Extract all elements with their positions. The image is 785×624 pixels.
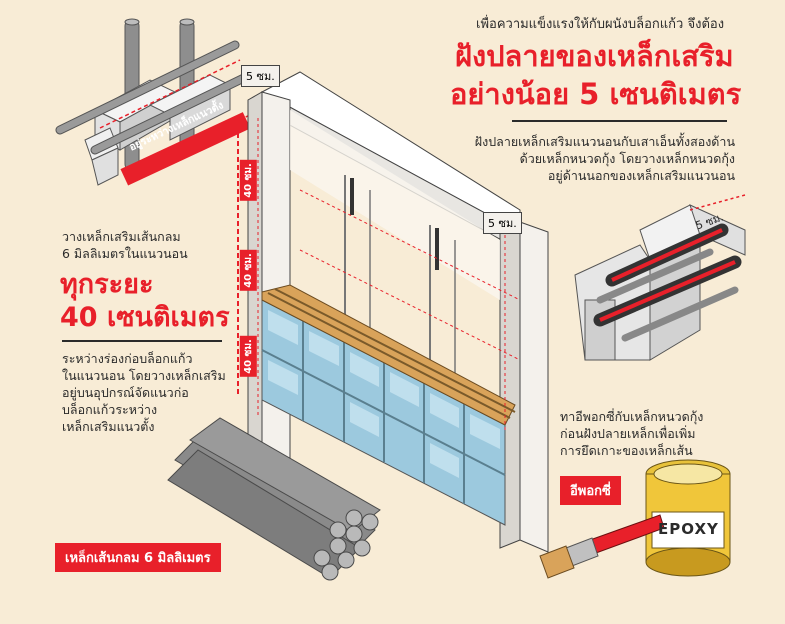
epoxy-pill: อีพอกซี่ xyxy=(560,476,621,505)
epoxy-can-label: EPOXY xyxy=(658,520,719,538)
divider-left xyxy=(62,340,222,342)
left-desc2-line2: ในแนวนอน โดยวางเหล็กเสริม xyxy=(62,368,226,383)
epoxy-desc-line1: ทาอีพอกซี่กับเหล็กหนวดกุ้ง xyxy=(560,409,704,424)
right-desc-line2: ด้วยเหล็กหนวดกุ้ง โดยวางเหล็กหนวดกุ้ง xyxy=(519,151,735,166)
left-desc1-line1: วางเหล็กเสริมเส้นกลม xyxy=(62,229,181,244)
left-desc2-line3: อยู่บนอุปกรณ์จัดแนวก่อ xyxy=(62,385,189,400)
brush xyxy=(539,514,665,579)
dim-40cm-1: 40 ซม. xyxy=(239,160,257,201)
divider-top xyxy=(512,120,727,122)
dim-40cm-2: 40 ซม. xyxy=(239,250,257,291)
detail-column-rebars xyxy=(574,194,746,361)
right-description: ฝังปลายเหล็กเสริมแนวนอนกับเสาเอ็นทั้งสอง… xyxy=(455,133,735,184)
left-description-1: วางเหล็กเสริมเส้นกลม 6 มิลลิเมตรในแนวนอน xyxy=(62,228,188,262)
right-desc-line3: อยู่ด้านนอกของเหล็กเสริมแนวนอน xyxy=(547,168,735,183)
rebar-pill: เหล็กเส้นกลม 6 มิลลิเมตร xyxy=(55,543,221,572)
epoxy-can xyxy=(645,459,731,577)
detail-alignment-device xyxy=(55,18,255,186)
epoxy-description: ทาอีพอกซี่กับเหล็กหนวดกุ้ง ก่อนฝังปลายเห… xyxy=(560,408,703,459)
rebar-bundle xyxy=(167,417,381,581)
left-desc2-line1: ระหว่างร่องก่อบล็อกแก้ว xyxy=(62,351,193,366)
left-headline-line1: ทุกระยะ xyxy=(60,269,154,300)
left-desc2-line4: บล็อกแก้วระหว่าง xyxy=(62,402,158,417)
left-desc2-line5: เหล็กเสริมแนวตั้ง xyxy=(62,419,155,434)
dim-5cm-left: 5 ซม. xyxy=(241,65,280,87)
right-desc-line1: ฝังปลายเหล็กเสริมแนวนอนกับเสาเอ็นทั้งสอง… xyxy=(474,134,735,149)
left-headline-line2: 40 เซนติเมตร xyxy=(60,302,230,333)
epoxy-desc-line2: ก่อนฝังปลายเหล็กเพื่อเพิ่ม xyxy=(560,426,696,441)
headline-line1: ฝังปลายของเหล็กเสริม xyxy=(455,39,734,73)
top-note: เพื่อความแข็งแรงให้กับผนังบล็อกแก้ว จึงต… xyxy=(476,17,725,32)
left-desc1-line2: 6 มิลลิเมตรในแนวนอน xyxy=(62,246,188,261)
headline-line2: อย่างน้อย 5 เซนติเมตร xyxy=(450,77,742,111)
epoxy-desc-line3: การยึดเกาะของเหล็กเส้น xyxy=(560,443,693,458)
dim-5cm-right: 5 ซม. xyxy=(483,212,522,234)
left-description-2: ระหว่างร่องก่อบล็อกแก้ว ในแนวนอน โดยวางเ… xyxy=(62,350,226,435)
dim-40cm-3: 40 ซม. xyxy=(239,336,257,377)
